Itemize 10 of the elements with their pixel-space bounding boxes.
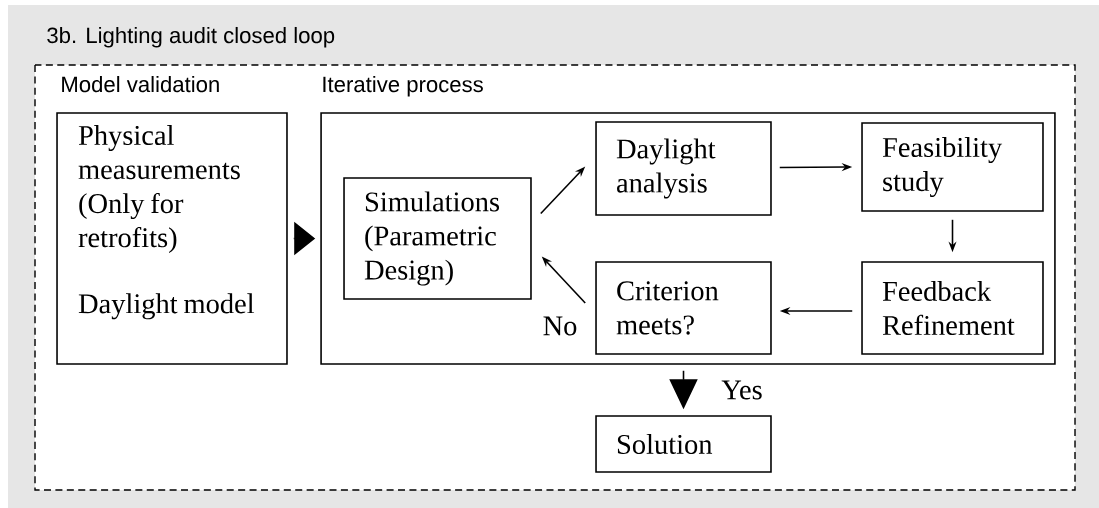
box-heading: Model validation — [62, 75, 219, 93]
process-box: Solution — [595, 415, 772, 473]
process-box: Feedback Refinement — [861, 261, 1044, 355]
box-heading: Iterative process — [323, 75, 483, 97]
process-box: Daylight analysis — [595, 121, 772, 216]
process-box: Criterion meets? — [595, 261, 772, 355]
process-box: Simulations (Parametric Design) — [343, 177, 532, 300]
title: 3b. Lighting audit closed loop — [47, 26, 335, 48]
process-box: Physical measurements (Only for retrofits) Daylight model — [56, 112, 288, 365]
process-box: Feasibility study — [861, 122, 1044, 212]
